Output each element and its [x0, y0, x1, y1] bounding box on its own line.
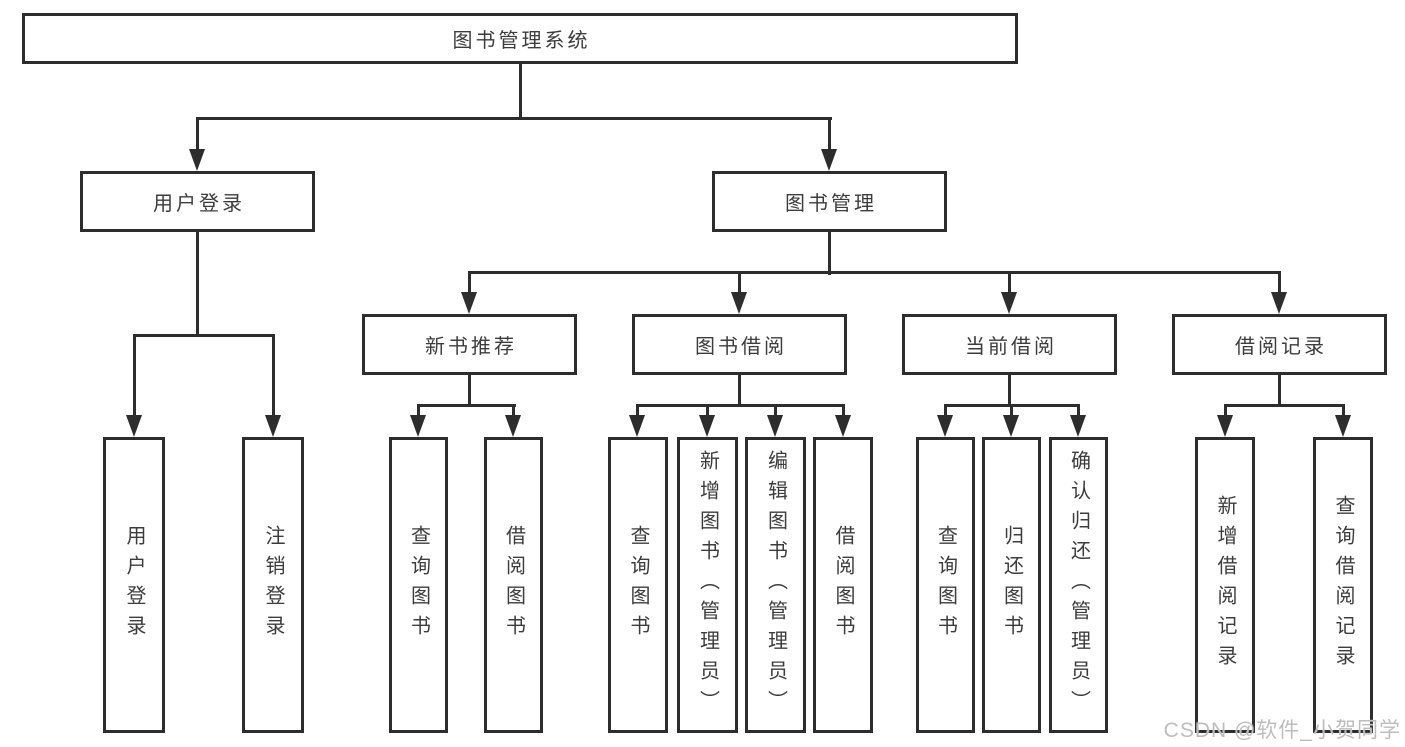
- connector-line: [133, 334, 275, 337]
- connector-line: [706, 404, 709, 422]
- connector-line: [1224, 404, 1345, 407]
- connector-line: [468, 375, 471, 407]
- arrow-down-icon: [731, 292, 747, 314]
- leaf-borrowing-query-books-label: 查询图书: [627, 525, 649, 645]
- arrow-down-icon: [1070, 415, 1086, 437]
- leaf-current-query-books-label: 查询图书: [934, 525, 957, 645]
- node-book-borrowing: 图书借阅: [632, 314, 847, 375]
- leaf-borrowing-edit-books-admin: 编辑图书（管理员）: [745, 437, 806, 733]
- node-borrowing-records: 借阅记录: [1172, 314, 1387, 375]
- arrow-down-icon: [699, 415, 715, 437]
- leaf-recommend-borrow-books-label: 借阅图书: [502, 525, 525, 645]
- arrow-down-icon: [189, 149, 205, 171]
- connector-line: [196, 232, 199, 337]
- csdn-watermark: CSDN @软件_小贺同学: [1163, 719, 1401, 742]
- node-current-borrowing-label: 当前借阅: [965, 336, 1057, 358]
- leaf-current-return-books-label: 归还图书: [1000, 525, 1023, 645]
- connector-line: [417, 404, 516, 407]
- connector-line: [738, 271, 741, 297]
- leaf-current-confirm-return-admin: 确认归还（管理员）: [1049, 437, 1108, 733]
- node-book-borrowing-label: 图书借阅: [695, 336, 787, 358]
- arrow-down-icon: [461, 292, 477, 314]
- arrow-down-icon: [505, 415, 521, 437]
- leaf-logout: 注销登录: [242, 437, 304, 733]
- leaf-borrowing-borrow-books-label: 借阅图书: [832, 525, 854, 645]
- connector-line: [842, 404, 845, 422]
- leaf-borrowing-add-books-admin: 新增图书（管理员）: [677, 437, 738, 733]
- leaf-borrowing-add-books-admin-label: 新增图书（管理员）: [696, 450, 719, 720]
- arrow-down-icon: [767, 415, 783, 437]
- leaf-logout-label: 注销登录: [262, 525, 284, 645]
- connector-line: [828, 117, 831, 155]
- connector-line: [1077, 404, 1080, 422]
- connector-line: [636, 404, 639, 422]
- node-user-login-label: 用户登录: [153, 193, 245, 215]
- connector-line: [944, 404, 947, 422]
- connector-line: [1008, 271, 1011, 297]
- arrow-down-icon: [1217, 415, 1233, 437]
- arrow-down-icon: [126, 415, 142, 437]
- connector-line: [272, 334, 275, 422]
- connector-line: [133, 334, 136, 422]
- node-root: 图书管理系统: [22, 13, 1018, 64]
- arrow-down-icon: [937, 415, 953, 437]
- connector-line: [468, 271, 1281, 274]
- leaf-records-query-record: 查询借阅记录: [1313, 437, 1373, 733]
- leaf-recommend-query-books: 查询图书: [389, 437, 448, 733]
- leaf-user-login-label: 用户登录: [123, 525, 145, 645]
- node-new-book-recommend-label: 新书推荐: [425, 336, 517, 358]
- node-root-label: 图书管理系统: [452, 30, 591, 52]
- connector-line: [519, 64, 522, 120]
- connector-line: [1010, 404, 1013, 422]
- arrow-down-icon: [410, 415, 426, 437]
- connector-line: [196, 117, 832, 120]
- node-user-login: 用户登录: [80, 171, 315, 232]
- connector-line: [1278, 375, 1281, 407]
- leaf-borrowing-query-books: 查询图书: [608, 437, 668, 733]
- leaf-records-add-record-label: 新增借阅记录: [1214, 495, 1236, 675]
- connector-line: [512, 404, 515, 422]
- connector-line: [1224, 404, 1227, 422]
- arrow-down-icon: [1001, 292, 1017, 314]
- arrow-down-icon: [1335, 415, 1351, 437]
- leaf-records-query-record-label: 查询借阅记录: [1332, 495, 1354, 675]
- arrow-down-icon: [1271, 292, 1287, 314]
- leaf-borrowing-borrow-books: 借阅图书: [813, 437, 873, 733]
- arrow-down-icon: [835, 415, 851, 437]
- arrow-down-icon: [629, 415, 645, 437]
- leaf-current-query-books: 查询图书: [916, 437, 975, 733]
- connector-line: [417, 404, 420, 422]
- leaf-user-login: 用户登录: [103, 437, 165, 733]
- connector-line: [1008, 375, 1011, 407]
- connector-line: [1278, 271, 1281, 297]
- node-book-management-label: 图书管理: [785, 193, 877, 215]
- connector-line: [738, 375, 741, 407]
- node-borrowing-records-label: 借阅记录: [1235, 336, 1327, 358]
- arrow-down-icon: [821, 149, 837, 171]
- node-current-borrowing: 当前借阅: [902, 314, 1117, 375]
- leaf-records-add-record: 新增借阅记录: [1195, 437, 1255, 733]
- connector-line: [828, 232, 831, 275]
- connector-line: [196, 117, 199, 155]
- node-book-management: 图书管理: [712, 171, 947, 232]
- arrow-down-icon: [1003, 415, 1019, 437]
- leaf-borrowing-edit-books-admin-label: 编辑图书（管理员）: [764, 450, 787, 720]
- connector-line: [636, 404, 845, 407]
- leaf-current-confirm-return-admin-label: 确认归还（管理员）: [1067, 450, 1090, 720]
- leaf-recommend-query-books-label: 查询图书: [407, 525, 430, 645]
- connector-line: [468, 271, 471, 297]
- connector-line: [1342, 404, 1345, 422]
- arrow-down-icon: [265, 415, 281, 437]
- leaf-current-return-books: 归还图书: [982, 437, 1041, 733]
- node-new-book-recommend: 新书推荐: [362, 314, 577, 375]
- connector-line: [774, 404, 777, 422]
- leaf-recommend-borrow-books: 借阅图书: [484, 437, 543, 733]
